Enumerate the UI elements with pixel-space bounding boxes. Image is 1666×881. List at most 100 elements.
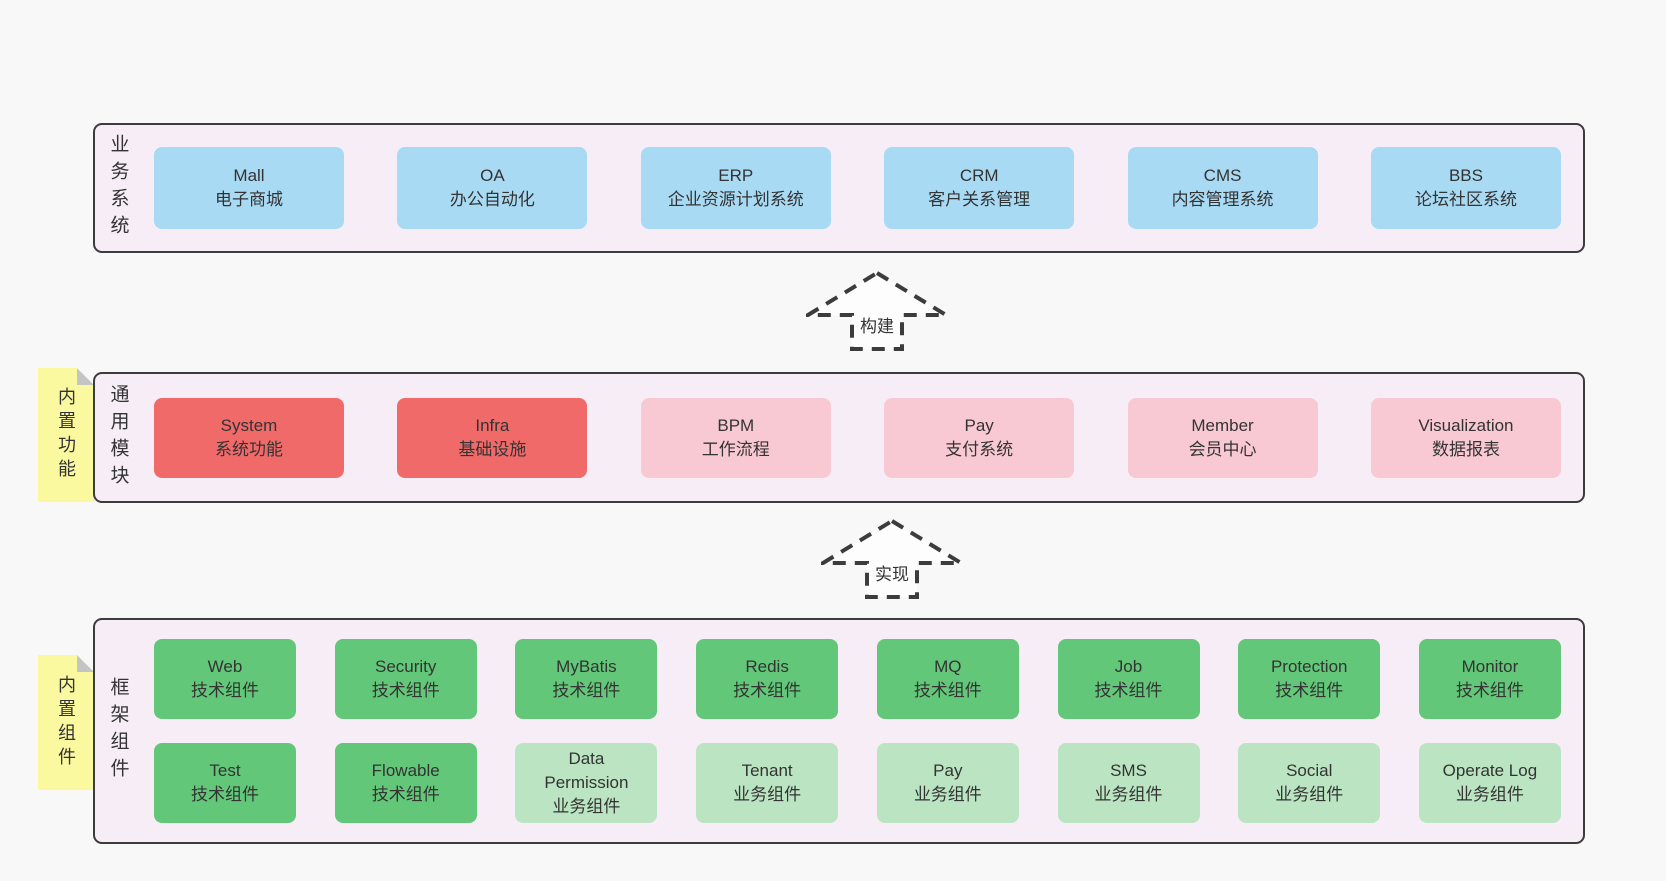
box-title-en: BBS [1448,166,1483,185]
arrow-shape-icon [806,270,948,351]
arrow-label-implement: 实现 [875,565,909,584]
sticky-note-text: 内置功能 [56,387,76,483]
box-protection: Protection 技术组件 [1238,639,1381,719]
up-arrow-build: 构建 [806,270,948,351]
sticky-note-builtin-components: 内置组件 [38,655,94,790]
box-subtitle-zh: 技术组件 [733,681,802,700]
box-web: Web 技术组件 [154,639,296,719]
box-title-en: MQ [934,657,962,676]
folded-corner-icon [77,368,94,385]
box-erp: ERP 企业资源计划系统 [640,147,831,229]
box-subtitle-zh: 数据报表 [1431,439,1500,459]
panel-common-modules: 通用模块 System 系统功能 Infra 基础设施 BPM 工作流程 Pay 支付系统 Me… [93,372,1585,503]
box-title-en: Pay [933,761,963,780]
box-title-en: Protection [1270,657,1348,676]
box-subtitle-zh: 论坛社区系统 [1414,190,1517,209]
panel-label-text: 通用模块 [107,383,129,492]
box-subtitle-zh: 技术组件 [191,785,259,804]
box-job: Job 技术组件 [1057,639,1200,719]
box-cms: CMS 内容管理系统 [1127,147,1318,229]
box-subtitle-zh: 业务组件 [1275,785,1344,804]
box-subtitle-zh: 系统功能 [215,439,283,459]
box-mall: Mall 电子商城 [154,147,344,229]
box-title-en: Social [1286,761,1333,780]
box-subtitle-zh: 技术组件 [371,681,440,700]
box-infra: Infra 基础设施 [397,397,588,478]
box-subtitle-zh: 电子商城 [215,190,283,209]
box-title-en: Mall [233,166,265,185]
box-system: System 系统功能 [154,397,344,478]
sticky-note-builtin-features: 内置功能 [38,368,94,502]
box-subtitle-zh: 基础设施 [458,439,527,459]
box-title-en: Visualization [1418,415,1514,435]
box-subtitle-zh: 业务组件 [1455,785,1524,804]
box-subtitle-zh: 技术组件 [552,681,621,700]
box-title-en: MyBatis [556,657,617,676]
box-flowable: Flowable 技术组件 [334,743,477,823]
box-social: Social 业务组件 [1238,743,1381,823]
box-title-en: Tenant [741,761,793,780]
panel-label-text: 业务系统 [107,134,129,242]
panel-box-area: System 系统功能 Infra 基础设施 BPM 工作流程 Pay 支付系统 Member 会… [141,374,1583,501]
box-subtitle-zh: 技术组件 [371,785,440,804]
box-tenant: Tenant 业务组件 [696,743,839,823]
box-subtitle-zh: 会员中心 [1188,439,1257,459]
box-member: Member 会员中心 [1127,397,1318,478]
box-title-en: Monitor [1461,657,1519,676]
box-subtitle-zh: 办公自动化 [449,190,535,209]
box-title-en: Web [207,657,243,676]
panel-label-business-systems: 业务系统 [95,125,141,251]
box-pay: Pay 业务组件 [876,743,1019,823]
up-arrow-implement: 实现 [821,518,963,599]
box-title-en: CMS [1203,166,1242,185]
box-redis: Redis 技术组件 [696,639,839,719]
box-subtitle-zh: 客户关系管理 [928,190,1031,209]
box-subtitle-zh: 技术组件 [1275,681,1344,700]
box-title-en: ERP [718,166,754,185]
box-title-en: Member [1191,415,1254,435]
box-subtitle-zh: 业务组件 [1094,785,1163,804]
box-title-en: Redis [745,657,789,676]
box-subtitle-zh: 技术组件 [191,681,259,700]
box-mybatis: MyBatis 技术组件 [515,639,658,719]
panel-label-framework-components: 框架组件 [95,620,141,842]
box-sms: SMS 业务组件 [1057,743,1200,823]
sticky-note-text: 内置组件 [56,674,76,771]
box-title-en: BPM [717,415,755,435]
arrow-shape-icon [821,518,963,599]
box-title-en: SMS [1110,761,1147,780]
box-title-en: Data Permission [544,749,629,792]
box-subtitle-zh: 业务组件 [913,785,982,804]
panel-label-text: 框架组件 [107,677,129,785]
box-title-en: Job [1114,657,1143,676]
box-title-en: Flowable [371,761,440,780]
box-title-en: Pay [964,415,994,435]
box-subtitle-zh: 企业资源计划系统 [667,190,804,209]
box-subtitle-zh: 支付系统 [945,439,1014,459]
box-row: System 系统功能 Infra 基础设施 BPM 工作流程 Pay 支付系统 Member 会… [154,397,1561,478]
box-subtitle-zh: 工作流程 [701,439,770,459]
box-title-en: Security [374,657,437,676]
box-pay: Pay 支付系统 [884,397,1075,478]
box-title-en: Infra [475,415,510,435]
folded-corner-icon [77,655,94,672]
box-subtitle-zh: 内容管理系统 [1171,190,1274,209]
box-subtitle-zh: 业务组件 [733,785,802,804]
box-subtitle-zh: 业务组件 [552,797,621,816]
box-subtitle-zh: 技术组件 [1094,681,1163,700]
box-title-en: System [220,415,278,435]
